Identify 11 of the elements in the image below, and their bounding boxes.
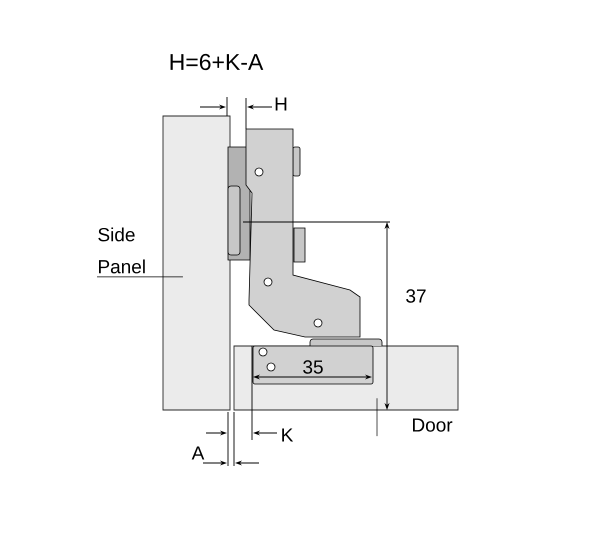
dimension-label: 35: [303, 360, 323, 374]
node-label: Side Panel: [98, 227, 145, 274]
dimension-label: A: [192, 446, 204, 460]
dimension-label: K: [282, 428, 294, 442]
node-label: Door: [413, 418, 452, 432]
leader-line: [376, 398, 378, 437]
dimension-label: H: [276, 97, 286, 111]
leader-line: [96, 276, 184, 278]
title: H=6+K-A: [170, 54, 264, 70]
panel-drawing: [162, 116, 230, 410]
dimension-label: 37: [406, 289, 426, 303]
